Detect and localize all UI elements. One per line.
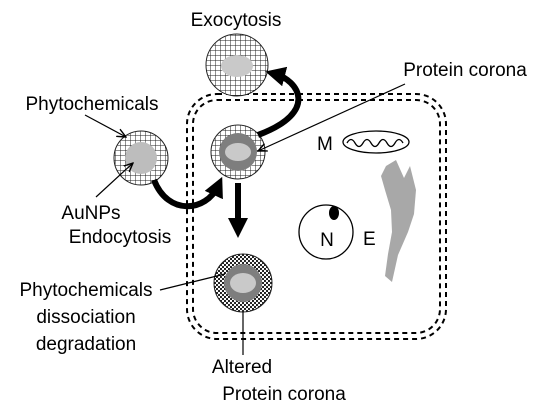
altered-protein-corona-label: Protein corona — [222, 384, 346, 405]
altered-label: Altered — [212, 357, 272, 378]
endocytosis-label: Endocytosis — [69, 227, 171, 248]
cell-membrane — [186, 93, 447, 340]
aunps-label: AuNPs — [61, 203, 120, 224]
protein-corona-pointer — [258, 83, 406, 151]
mitochondrion-shape — [342, 130, 410, 154]
protein-corona-label: Protein corona — [403, 60, 527, 81]
dissociation-label: dissociation — [36, 307, 135, 328]
phytochemicals-dissociation-label: Phytochemicals — [19, 280, 152, 301]
endocytosis-arrow — [151, 176, 223, 210]
exocytosis-arrow — [256, 66, 302, 138]
dissociation-pointer — [159, 273, 226, 291]
exocytosis-label: Exocytosis — [191, 10, 282, 31]
nucleus-shape — [298, 204, 354, 260]
exocytosis-particle — [205, 33, 269, 97]
aunp-phytochemical-particle — [113, 130, 169, 186]
phytochemicals-label: Phytochemicals — [25, 94, 158, 115]
altered-corona-particle — [213, 253, 273, 313]
er-label: E — [363, 229, 376, 250]
phytochemicals-pointer — [84, 114, 126, 137]
protein-corona-particle — [210, 124, 266, 180]
nucleus-label: N — [320, 230, 334, 251]
er-shape — [381, 160, 416, 282]
degradation-label: degradation — [36, 334, 136, 355]
aunps-pointer — [95, 163, 133, 198]
mitochondrion-label: M — [317, 134, 333, 155]
